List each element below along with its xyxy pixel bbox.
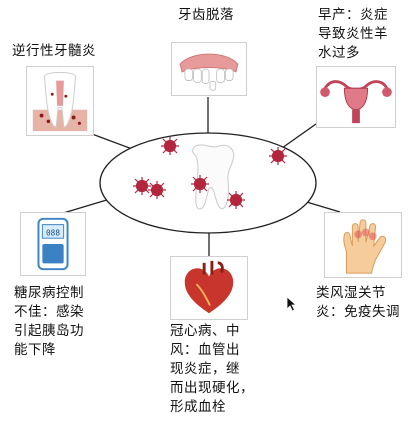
denture-icon bbox=[171, 42, 247, 96]
arthritis-label: 类风湿关节 炎：免疫失调 bbox=[316, 285, 400, 320]
preterm-label: 早产：炎症 导致炎性羊 水过多 bbox=[318, 7, 388, 61]
uterus-icon bbox=[316, 66, 396, 128]
arthritic-hand-icon bbox=[324, 212, 402, 278]
heart-icon bbox=[170, 256, 248, 320]
tooth-decay-icon bbox=[26, 66, 94, 136]
bacterium-6 bbox=[269, 147, 287, 165]
pulpitis-label: 逆行性牙髓炎 bbox=[12, 43, 96, 59]
meter-reading: 088 bbox=[46, 228, 60, 237]
bacterium-5 bbox=[227, 191, 245, 209]
bacterium-2 bbox=[133, 177, 151, 195]
bacterium-3 bbox=[148, 181, 166, 199]
bacterium-1 bbox=[161, 137, 179, 155]
heart-label: 冠心病、中 风：血管出 现炎症，继 而出现硬化， 形成血栓 bbox=[170, 323, 254, 415]
tooth-icon bbox=[192, 144, 235, 210]
glucose-meter-icon: 088 bbox=[20, 212, 86, 276]
diabetes-label: 糖尿病控制 不佳：感染 引起胰岛功 能下降 bbox=[14, 285, 84, 358]
mouse-cursor-icon bbox=[286, 296, 298, 312]
tooth-loss-label: 牙齿脱落 bbox=[178, 7, 234, 23]
bacterium-4 bbox=[191, 175, 209, 193]
bacteria-group bbox=[133, 137, 287, 209]
